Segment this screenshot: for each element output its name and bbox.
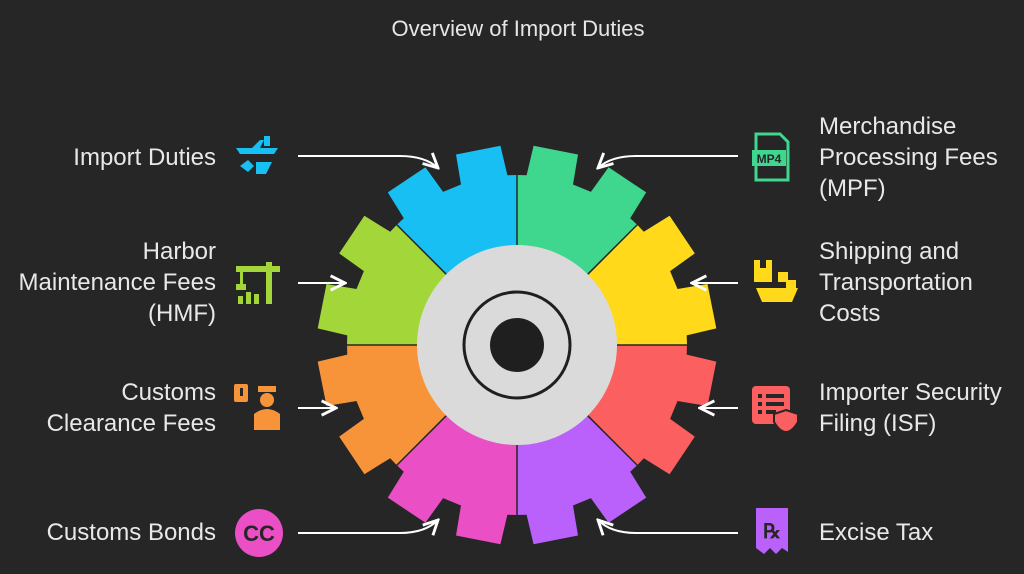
prescription-icon: ℞ (756, 508, 788, 554)
arrow-mpf (598, 156, 738, 168)
gear-hole (490, 318, 544, 372)
crane-icon (236, 262, 280, 304)
svg-text:CC: CC (243, 521, 275, 546)
label-excise: Excise Tax (819, 519, 934, 546)
customs-officer-icon (234, 384, 280, 430)
plane-ship-icon (236, 136, 278, 174)
arrow-customs-bonds (298, 520, 438, 533)
cargo-ship-icon (754, 260, 798, 302)
secure-document-icon (752, 386, 799, 434)
arrow-excise (598, 520, 738, 533)
segment-divider (373, 201, 447, 275)
segment-divider (373, 415, 447, 489)
cc-icon: CC (235, 509, 283, 557)
svg-text:MP4: MP4 (757, 152, 782, 166)
mp4-file-icon: MP4 (752, 132, 790, 182)
segment-divider (587, 201, 661, 275)
diagram-title: Overview of Import Duties (391, 16, 645, 41)
label-customs-bonds: Customs Bonds (46, 519, 216, 546)
segment-divider (587, 415, 661, 489)
arrow-import-duties (298, 156, 438, 168)
svg-text:℞: ℞ (763, 521, 781, 543)
label-import-duties: Import Duties (73, 144, 216, 171)
